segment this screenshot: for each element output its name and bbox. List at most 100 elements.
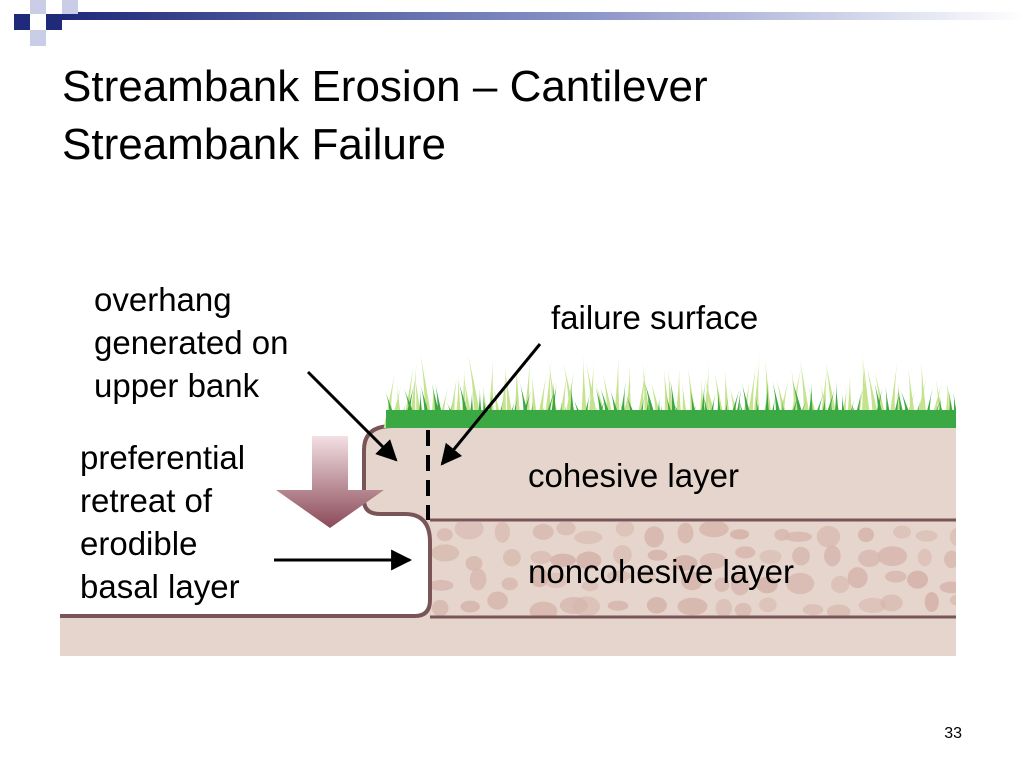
pebble <box>714 577 730 592</box>
pebble <box>431 544 460 562</box>
downward-force-arrow <box>276 436 384 528</box>
retreat-label: preferential retreat of erodible basal l… <box>80 436 245 608</box>
header-decoration <box>14 0 1024 46</box>
grass-blade <box>467 352 483 428</box>
overhang-pointer-arrow <box>306 370 398 462</box>
grass-blade <box>486 354 495 428</box>
title-line: Streambank Erosion – Cantilever <box>62 62 708 111</box>
pebble <box>501 577 518 591</box>
pebble <box>677 597 708 616</box>
pebble <box>529 601 558 616</box>
pebble <box>917 548 932 567</box>
overhang-label-line: overhang <box>94 281 232 318</box>
pebble <box>756 576 778 594</box>
failure-surface-label: failure surface <box>551 299 759 336</box>
pebble <box>880 594 903 612</box>
pebble <box>915 530 938 542</box>
pebble <box>460 600 480 613</box>
pebble <box>465 555 483 571</box>
bank-outline <box>60 424 956 618</box>
pebble <box>613 545 632 565</box>
pebble <box>487 591 508 610</box>
pebble <box>858 549 881 567</box>
pebble <box>677 522 694 544</box>
pebble <box>924 591 939 613</box>
retreat-label-line: retreat of <box>80 482 213 519</box>
pebble <box>436 528 453 542</box>
pebble <box>826 604 851 616</box>
pebble <box>544 572 568 588</box>
noncohesive-layer-label: noncohesive layer <box>528 553 794 590</box>
failure-surface-pointer-arrow <box>440 343 542 466</box>
pebble <box>556 522 576 536</box>
overhang-label: overhang generated on upper bank <box>94 278 289 407</box>
pebble <box>730 529 750 540</box>
pebble <box>949 527 956 547</box>
pebble <box>680 571 703 591</box>
page-number: 33 <box>944 725 962 742</box>
pebble <box>646 597 667 614</box>
overhang-label-line: upper bank <box>94 367 260 404</box>
pebble <box>734 602 752 616</box>
pebble <box>644 526 664 548</box>
pebble <box>944 550 956 569</box>
noncohesive-pebbles <box>430 522 956 616</box>
pebble <box>792 546 810 566</box>
pebble <box>802 604 824 616</box>
pebble <box>532 523 554 540</box>
pebble <box>949 594 956 606</box>
pebble <box>939 581 956 594</box>
retreat-label-line: basal layer <box>80 568 240 605</box>
pebble <box>786 572 815 595</box>
pebble <box>574 530 603 545</box>
pebble <box>824 545 841 567</box>
pebble <box>858 597 887 614</box>
grass-blade <box>522 354 531 428</box>
title-accent-bar <box>62 12 1024 20</box>
pebble <box>715 598 733 616</box>
pebble <box>735 546 756 559</box>
pebble <box>572 596 601 616</box>
pebble <box>503 549 521 567</box>
header-square <box>62 0 78 14</box>
pebble <box>615 522 635 537</box>
pebble <box>699 552 727 570</box>
grass-blade <box>419 352 434 428</box>
grass-surface <box>383 352 956 428</box>
retreat-label-line: preferential <box>80 439 246 476</box>
pebble <box>530 550 552 564</box>
pebble <box>581 580 599 592</box>
pebble <box>431 599 449 616</box>
cohesive-layer-label: cohesive layer <box>528 457 739 494</box>
pebble <box>759 549 782 564</box>
header-square <box>30 30 46 46</box>
overhang-label-line: generated on <box>94 324 289 361</box>
pebble <box>759 597 777 613</box>
pebble <box>454 522 484 540</box>
header-square <box>30 0 46 14</box>
pebble <box>816 525 841 548</box>
grass-base <box>386 410 956 428</box>
pebble <box>639 569 656 584</box>
pebble <box>550 553 576 567</box>
pebble <box>831 575 850 594</box>
pebble <box>885 570 907 583</box>
pebble <box>494 522 510 543</box>
title-line: Streambank Failure <box>62 120 446 169</box>
pebble <box>576 551 602 570</box>
pebble <box>469 568 487 591</box>
pebble <box>730 574 750 596</box>
header-square <box>46 14 62 30</box>
pebble <box>530 567 549 588</box>
slide-title: Streambank Erosion – Cantilever Streamba… <box>62 58 962 174</box>
grass-blade <box>955 424 956 428</box>
pebble <box>430 579 454 591</box>
pebble <box>907 570 929 589</box>
pebble <box>647 549 668 561</box>
pebble <box>847 567 868 589</box>
pebble <box>858 527 875 543</box>
pebble <box>877 546 908 567</box>
bank-soil <box>60 426 956 656</box>
pebble <box>672 555 698 571</box>
